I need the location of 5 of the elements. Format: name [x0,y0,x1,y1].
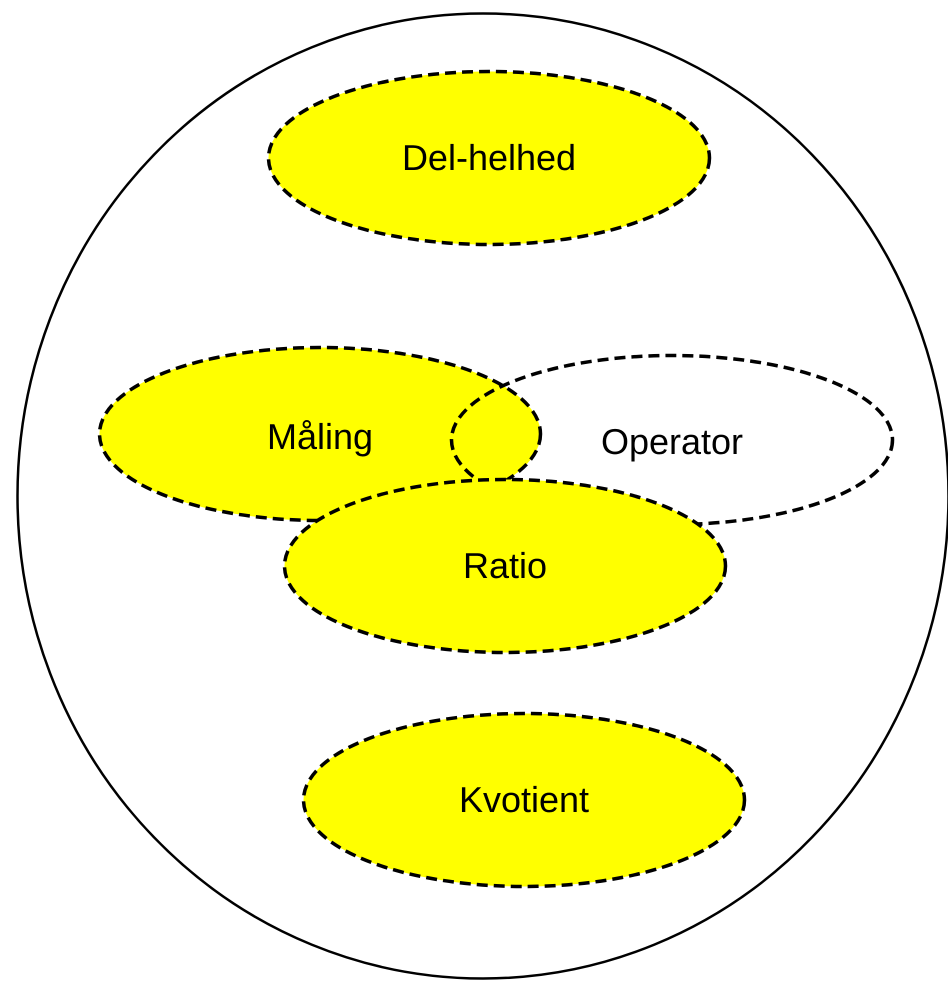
ellipse-label: Kvotient [458,779,590,821]
ellipse-label: Del-helhed [402,137,576,179]
ellipse-label: Ratio [462,545,548,587]
ellipse-label: Måling [266,416,374,458]
ellipse-label: Operator [600,421,744,463]
